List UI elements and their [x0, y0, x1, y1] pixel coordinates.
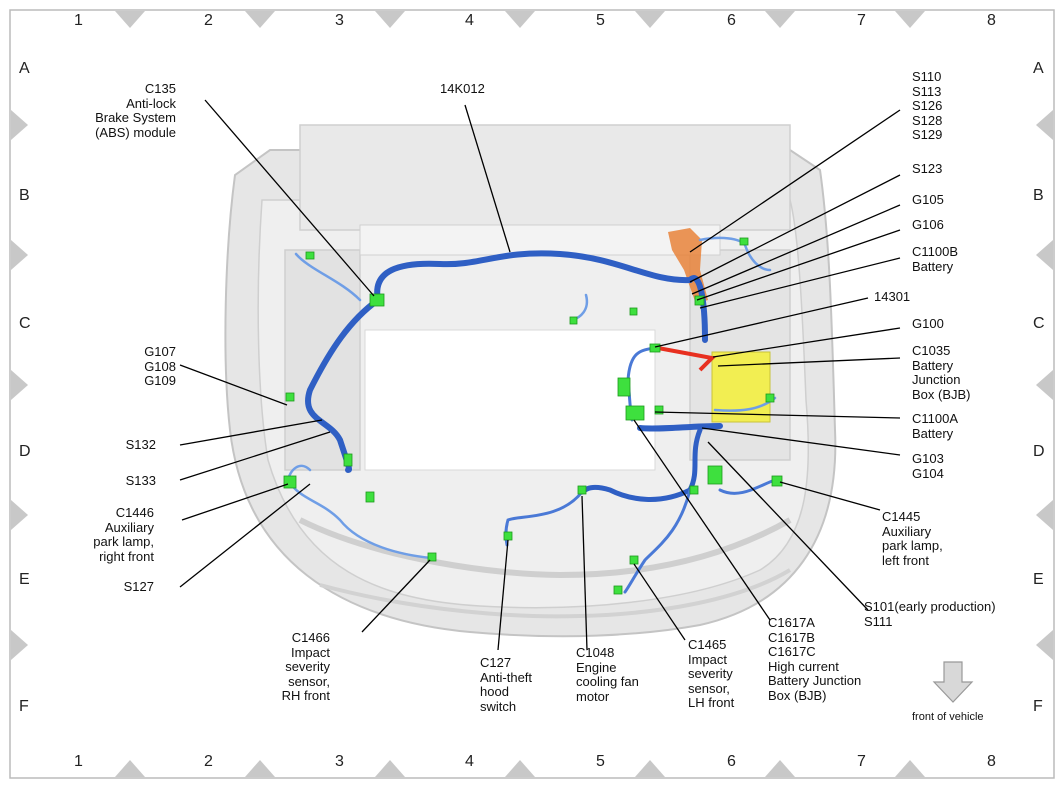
- leader-lines: [179, 99, 901, 651]
- label-g103-g104: G103 G104: [912, 451, 944, 481]
- label-g105: G105: [912, 192, 944, 207]
- grid-col-5-top: 5: [596, 12, 605, 29]
- label-c135: C135 Anti-lock Brake System (ABS) module: [95, 81, 176, 140]
- grid-row-f-left: F: [19, 698, 29, 715]
- grid-col-2-top: 2: [204, 12, 213, 29]
- grid-row-e-right: E: [1033, 571, 1044, 588]
- label-c1446: C1446 Auxiliary park lamp, right front: [93, 505, 154, 564]
- grid-col-3-bottom: 3: [335, 753, 344, 770]
- label-c127: C127 Anti-theft hood switch: [480, 655, 533, 714]
- label-s110-group: S110 S113 S126 S128 S129: [912, 69, 943, 142]
- grid-col-7-bottom: 7: [857, 753, 866, 770]
- grid-row-a-left: A: [19, 60, 30, 77]
- grid-row-b-left: B: [19, 187, 30, 204]
- grid-row-b-right: B: [1033, 187, 1044, 204]
- label-c1466: C1466 Impact severity sensor, RH front: [281, 630, 330, 703]
- connectors: [283, 237, 783, 595]
- front-of-vehicle-label: front of vehicle: [912, 711, 984, 723]
- label-c1617: C1617A C1617B C1617C High current Batter…: [768, 615, 862, 703]
- grid-col-8-bottom: 8: [987, 753, 996, 770]
- diagram-border: [9, 9, 1055, 779]
- grid-row-e-left: E: [19, 571, 30, 588]
- grid-col-3-top: 3: [335, 12, 344, 29]
- label-s101-s111: S101(early production) S111: [864, 599, 996, 629]
- label-c1100b: C1100B Battery: [912, 244, 959, 274]
- label-14k012: 14K012: [440, 81, 485, 96]
- grid-row-f-right: F: [1033, 698, 1043, 715]
- grid-col-1-top: 1: [74, 12, 83, 29]
- grid-col-6-bottom: 6: [727, 753, 736, 770]
- grid-col-4-top: 4: [465, 12, 474, 29]
- grid-row-a-right: A: [1033, 60, 1044, 77]
- label-c1100a: C1100A Battery: [912, 411, 959, 441]
- grid-col-7-top: 7: [857, 12, 866, 29]
- label-c1465: C1465 Impact severity sensor, LH front: [688, 637, 735, 710]
- grid-row-d-right: D: [1033, 443, 1045, 460]
- grid-col-2-bottom: 2: [204, 753, 213, 770]
- label-s132: S132: [125, 437, 156, 452]
- grid-row-c-left: C: [19, 315, 31, 332]
- label-c1048: C1048 Engine cooling fan motor: [576, 645, 639, 704]
- grid-col-4-bottom: 4: [465, 753, 474, 770]
- label-s133: S133: [125, 473, 156, 488]
- front-arrow-icon: [932, 661, 974, 703]
- grid-row-d-left: D: [19, 443, 31, 460]
- grid-markers: [11, 11, 1053, 777]
- label-g106: G106: [912, 217, 944, 232]
- grid-row-c-right: C: [1033, 315, 1045, 332]
- grid-col-5-bottom: 5: [596, 753, 605, 770]
- label-s123: S123: [912, 161, 943, 176]
- label-g100: G100: [912, 316, 944, 331]
- grid-col-1-bottom: 1: [74, 753, 83, 770]
- grid-col-8-top: 8: [987, 12, 996, 29]
- label-14301: 14301: [874, 289, 911, 304]
- label-s127: S127: [123, 579, 154, 594]
- label-c1445: C1445 Auxiliary park lamp, left front: [882, 509, 943, 568]
- battery-cable: [657, 346, 717, 372]
- label-g107-group: G107 G108 G109: [144, 344, 176, 388]
- label-c1035: C1035 Battery Junction Box (BJB): [912, 343, 971, 402]
- grid-col-6-top: 6: [727, 12, 736, 29]
